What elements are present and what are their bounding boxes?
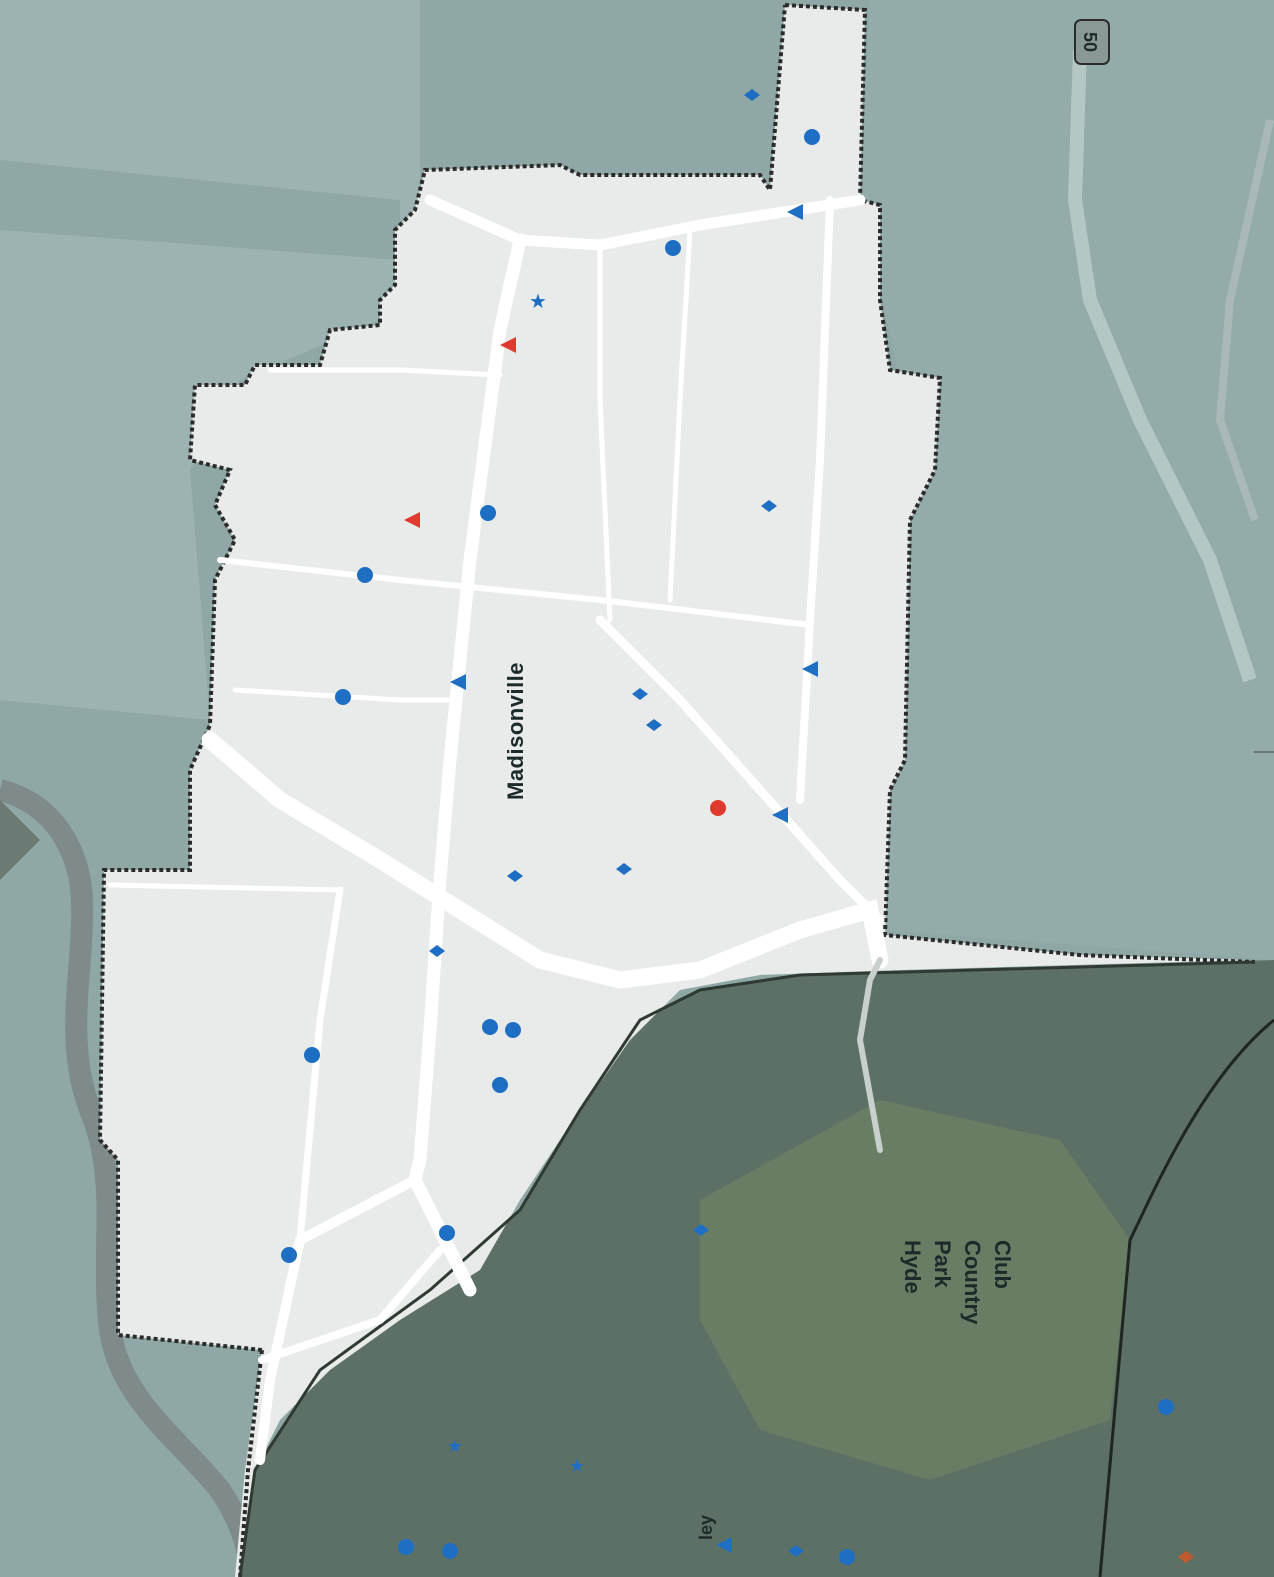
- park-label-line-4: Club: [990, 1240, 1015, 1289]
- marker-circle[interactable]: [439, 1225, 455, 1241]
- marker-circle[interactable]: [281, 1247, 297, 1263]
- markers[interactable]: ★ ★ ★: [281, 89, 1194, 1565]
- river-left-bank: [0, 800, 40, 880]
- marker-circle[interactable]: [665, 240, 681, 256]
- park-label-line-3: Country: [960, 1240, 985, 1325]
- park-label: Hyde Park Country Club: [900, 1240, 1015, 1325]
- river: [0, 779, 261, 1577]
- southeast-boundary: [238, 960, 1256, 1577]
- highway-east: [1215, 119, 1274, 522]
- street-label-fragment: ley: [696, 1515, 716, 1540]
- marker-diamond[interactable]: [761, 500, 777, 512]
- marker-star[interactable]: ★: [447, 1436, 463, 1457]
- marker-circle[interactable]: [357, 567, 373, 583]
- marker-circle[interactable]: [304, 1047, 320, 1063]
- marker-circle[interactable]: [480, 505, 496, 521]
- marker-diamond[interactable]: [646, 719, 662, 731]
- marker-triangle[interactable]: [787, 204, 803, 220]
- marker-triangle[interactable]: [716, 1537, 732, 1553]
- marker-star[interactable]: ★: [529, 289, 547, 313]
- outer-area-northwest: [0, 160, 400, 260]
- road-network: [107, 194, 889, 1465]
- marker-diamond[interactable]: [788, 1545, 804, 1557]
- park-area: [700, 1100, 1130, 1480]
- marker-triangle[interactable]: [802, 661, 818, 677]
- park-label-line-1: Hyde: [900, 1240, 925, 1294]
- marker-diamond[interactable]: [632, 688, 648, 700]
- marker-circle[interactable]: [398, 1539, 414, 1555]
- marker-circle[interactable]: [442, 1543, 458, 1559]
- marker-diamond[interactable]: [429, 945, 445, 957]
- marker-diamond-orange[interactable]: [1178, 1551, 1194, 1563]
- marker-circle[interactable]: [482, 1019, 498, 1035]
- marker-circle[interactable]: [492, 1077, 508, 1093]
- neighborhood-label: Madisonville: [503, 662, 528, 800]
- marker-circle[interactable]: [804, 129, 820, 145]
- marker-diamond[interactable]: [616, 863, 632, 875]
- marker-circle[interactable]: [335, 689, 351, 705]
- marker-triangle[interactable]: [772, 807, 788, 823]
- marker-circle[interactable]: [1158, 1399, 1174, 1415]
- marker-diamond[interactable]: [507, 870, 523, 882]
- highway: [1067, 49, 1257, 683]
- neighborhood-area: [100, 5, 1250, 1577]
- route-shield-label: 50: [1080, 32, 1100, 52]
- marker-triangle[interactable]: [450, 674, 466, 690]
- east-district-line: [1098, 1018, 1274, 1577]
- marker-triangle-red[interactable]: [404, 512, 420, 528]
- outer-area-east: [860, 0, 1274, 960]
- marker-diamond[interactable]: [744, 89, 760, 101]
- marker-circle[interactable]: [839, 1549, 855, 1565]
- marker-circle-red[interactable]: [710, 800, 726, 816]
- route-shield: 50: [1074, 19, 1110, 65]
- marker-circle[interactable]: [505, 1022, 521, 1038]
- park-label-line-2: Park: [930, 1240, 955, 1288]
- marker-diamond[interactable]: [693, 1224, 709, 1236]
- marker-triangle-red[interactable]: [500, 337, 516, 353]
- marker-star[interactable]: ★: [569, 1456, 585, 1477]
